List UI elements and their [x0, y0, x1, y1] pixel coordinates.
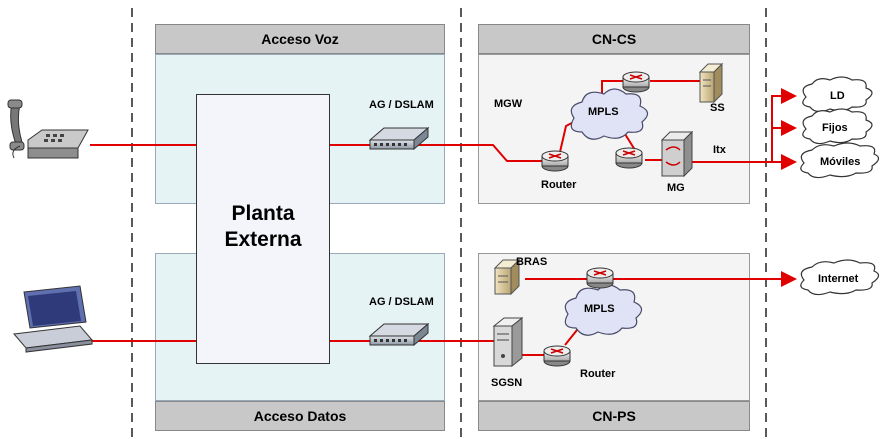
telephone-icon	[7, 99, 89, 159]
link-ld	[771, 88, 797, 162]
router-top-label: Router	[541, 179, 577, 191]
header-acceso-datos: Acceso Datos	[155, 401, 445, 431]
ag-dslam-bottom-label: AG / DSLAM	[369, 296, 434, 308]
router-ps-top-icon	[586, 267, 614, 289]
fijos-label: Fijos	[822, 122, 848, 134]
ss-server-icon	[698, 62, 724, 104]
header-cn-cs: CN-CS	[478, 24, 750, 54]
router-cs-mg-icon	[615, 147, 643, 169]
cloud-fijos-icon	[802, 108, 873, 145]
voice-links	[90, 80, 797, 170]
mpls-cloud-top-icon	[570, 88, 649, 140]
header-cn-ps: CN-PS	[478, 401, 750, 431]
dslam-bottom-icon	[368, 322, 430, 347]
mg-device-icon	[660, 130, 694, 178]
router-ps-bottom-icon	[543, 345, 571, 367]
link-dslam-router	[415, 144, 543, 162]
dslam-top-icon	[368, 126, 430, 151]
mpls-cloud-bottom-icon	[564, 284, 643, 336]
itx-label: Itx	[713, 144, 726, 156]
ss-label: SS	[710, 102, 725, 114]
router-bottom-label: Router	[580, 368, 616, 380]
sgsn-label: SGSN	[491, 377, 523, 389]
dashed-separators	[131, 8, 767, 439]
ag-dslam-top-label: AG / DSLAM	[369, 99, 434, 111]
moviles-label: Móviles	[820, 156, 861, 168]
bras-server-icon	[493, 258, 521, 296]
header-acceso-voz: Acceso Voz	[155, 24, 445, 54]
mpls-bottom-label: MPLS	[584, 303, 615, 315]
bras-label: BRAS	[516, 256, 548, 268]
mg-label: MG	[667, 182, 685, 194]
router-cs-main-icon	[541, 150, 569, 172]
cloud-moviles-icon	[800, 142, 880, 179]
ld-label: LD	[830, 90, 845, 102]
planta-externa-label-1: Planta	[231, 202, 295, 225]
router-cs-ss-icon	[622, 71, 650, 93]
mpls-top-label: MPLS	[588, 106, 619, 118]
cloud-internet-icon	[800, 259, 880, 296]
laptop-icon	[13, 285, 93, 353]
sgsn-server-icon	[492, 316, 524, 368]
internet-label: Internet	[818, 273, 859, 285]
planta-externa-box	[196, 94, 330, 364]
planta-externa-label-2: Externa	[224, 228, 302, 251]
mgw-label: MGW	[494, 98, 523, 110]
